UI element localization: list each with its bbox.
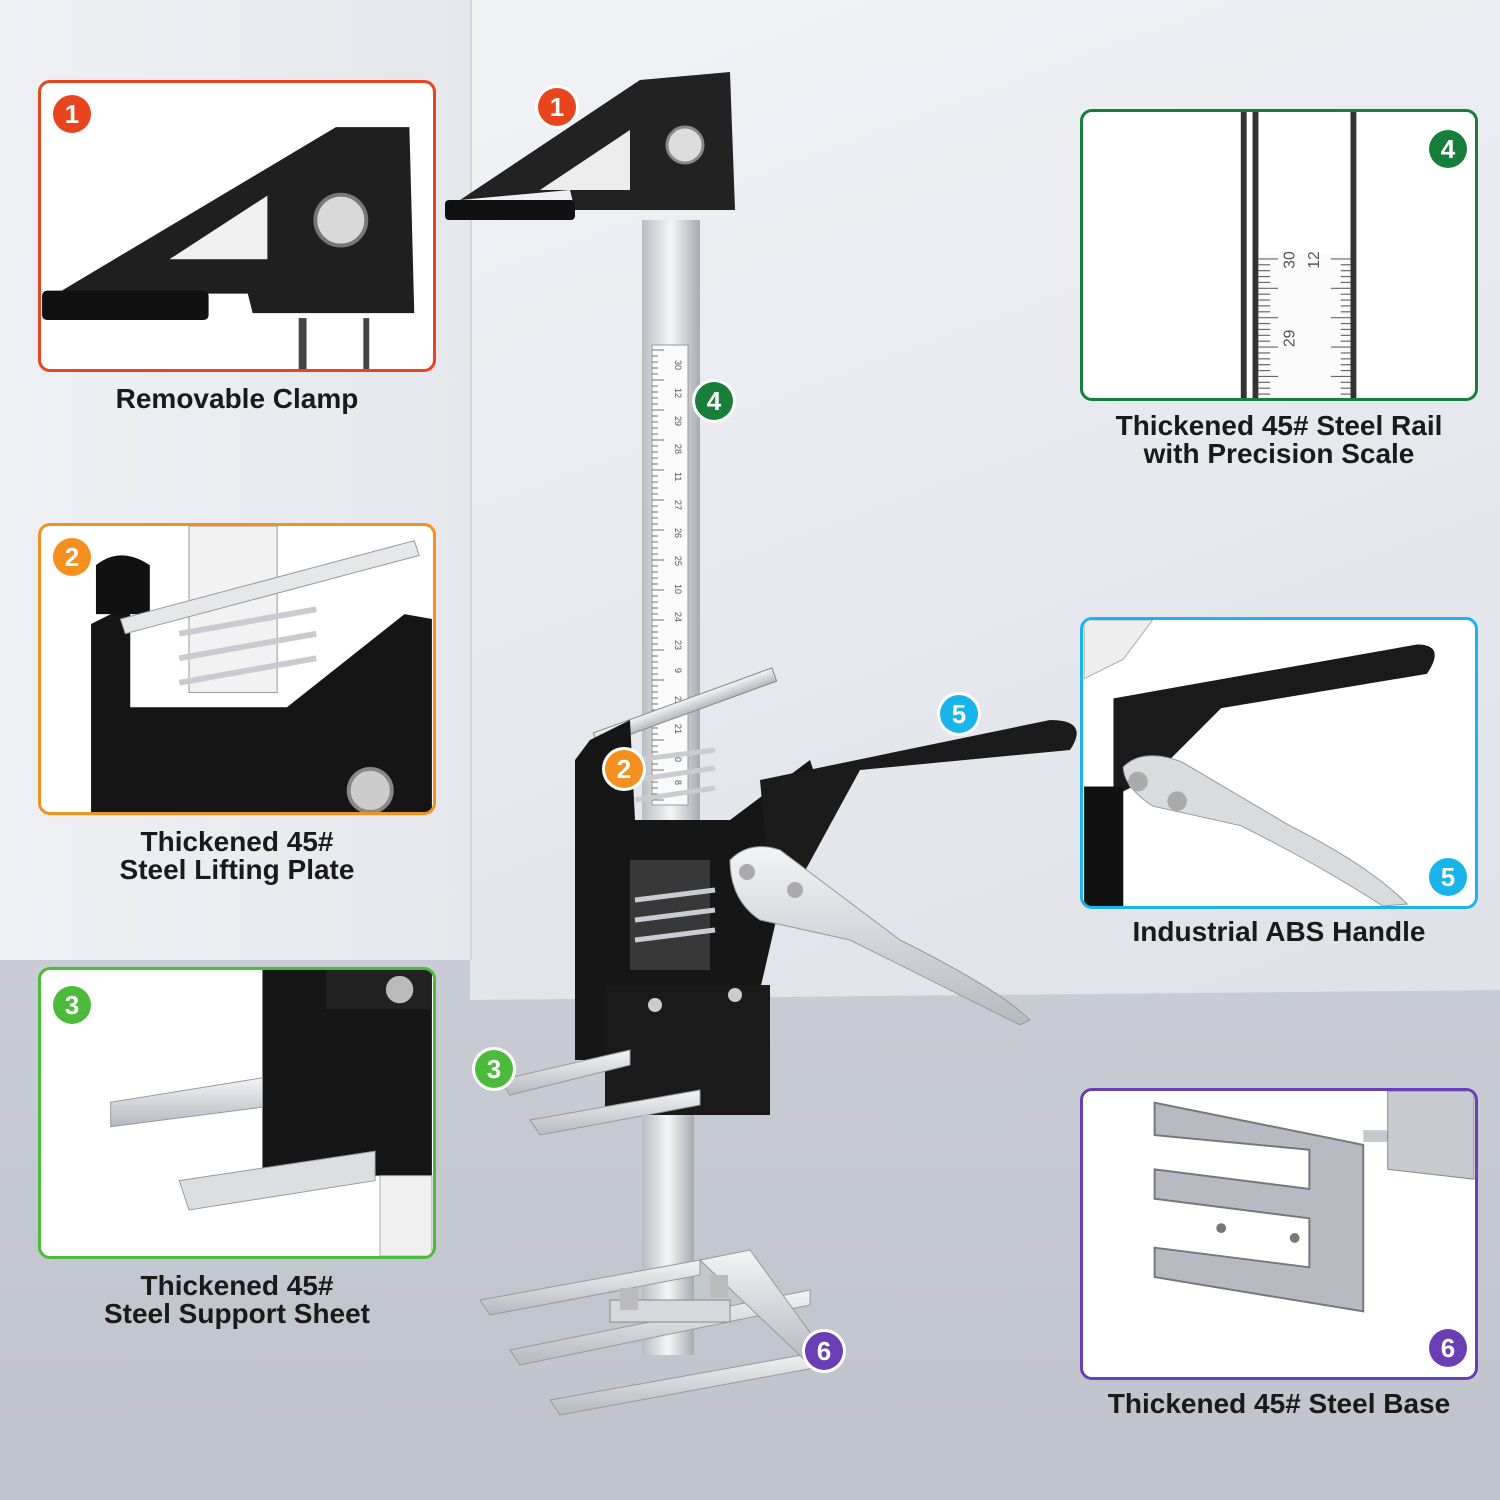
tool-badge-3: 3 — [475, 1050, 513, 1088]
caption-support-sheet-line1: Thickened 45# — [140, 1270, 334, 1301]
callout-badge-1: 1 — [53, 95, 91, 133]
callout-panel-lifting-plate: 2 — [38, 523, 436, 815]
tool-badge-1: 1 — [538, 88, 576, 126]
tool-springs — [634, 747, 716, 943]
tool-badge-4: 4 — [695, 382, 733, 420]
handle-closeup-image — [1083, 620, 1435, 906]
rail-scale-number: 12 — [673, 388, 683, 398]
rail-scale-number: 23 — [673, 640, 683, 650]
callout-badge-3: 3 — [53, 986, 91, 1024]
callout-panel-support-sheet: 3 — [38, 967, 436, 1259]
tool-badge-5: 5 — [940, 695, 978, 733]
rail-scale-number: 8 — [673, 780, 683, 785]
caption-support-sheet: Thickened 45# Steel Support Sheet — [38, 1272, 436, 1328]
rail-scale-number: 25 — [673, 556, 683, 566]
callout-badge-2: 2 — [53, 538, 91, 576]
lifting-plate-closeup-image — [91, 526, 432, 812]
caption-clamp: Removable Clamp — [115, 383, 359, 414]
callout-badge-5: 5 — [1429, 858, 1467, 896]
base-closeup-image — [1153, 1091, 1475, 1313]
rail-scale-number: 30 — [673, 360, 683, 370]
tool-badge-6: 6 — [805, 1332, 843, 1370]
rail-scale-number: 10 — [673, 584, 683, 594]
rail-scale-number: 21 — [673, 724, 683, 734]
caption-support-sheet-line2: Steel Support Sheet — [103, 1298, 371, 1329]
rail-scale-number: 29 — [673, 416, 683, 426]
caption-base: Thickened 45# Steel Base — [1107, 1388, 1451, 1419]
rail-scale-number: 28 — [673, 444, 683, 454]
tool-clamp — [445, 72, 735, 220]
rail-scale-number: 27 — [673, 500, 683, 510]
caption-lifting-plate-line2: Steel Lifting Plate — [119, 854, 355, 885]
caption-lifting-plate-line1: Thickened 45# — [140, 826, 334, 857]
caption-scale-rail-line2: with Precision Scale — [1143, 438, 1415, 469]
tool-badge-2: 2 — [605, 750, 643, 788]
rail-scale-number: 24 — [673, 612, 683, 622]
callout-panel-scale-rail: 30 12 29 4 — [1080, 109, 1478, 401]
callout-badge-4: 4 — [1429, 130, 1467, 168]
scale-label-30: 30 — [1282, 251, 1299, 269]
rail-scale-number: 22 — [673, 696, 683, 706]
rail-scale-number: 26 — [673, 528, 683, 538]
callout-badge-6: 6 — [1429, 1329, 1467, 1367]
tool-handle — [729, 720, 1077, 1026]
callout-panel-base: 6 — [1080, 1088, 1478, 1380]
callout-panel-handle: 5 — [1080, 617, 1478, 909]
caption-scale-rail-line1: Thickened 45# Steel Rail — [1115, 410, 1443, 441]
rail-scale-number: 9 — [673, 668, 683, 673]
caption-scale-rail: Thickened 45# Steel Rail with Precision … — [1080, 412, 1478, 468]
clamp-closeup-image — [42, 127, 415, 369]
scale-label-29: 29 — [1282, 330, 1299, 347]
tool-support-sheet — [499, 1049, 701, 1136]
caption-handle: Industrial ABS Handle — [1132, 916, 1426, 947]
scale-label-12: 12 — [1306, 251, 1323, 268]
scale-rail-closeup-image: 30 12 29 — [1240, 112, 1357, 398]
tool-base — [479, 1249, 831, 1416]
rail-scale-number: 11 — [673, 472, 683, 481]
callout-panel-clamp: 1 — [38, 80, 436, 372]
caption-lifting-plate: Thickened 45# Steel Lifting Plate — [38, 828, 436, 884]
support-sheet-closeup-image — [110, 970, 433, 1256]
